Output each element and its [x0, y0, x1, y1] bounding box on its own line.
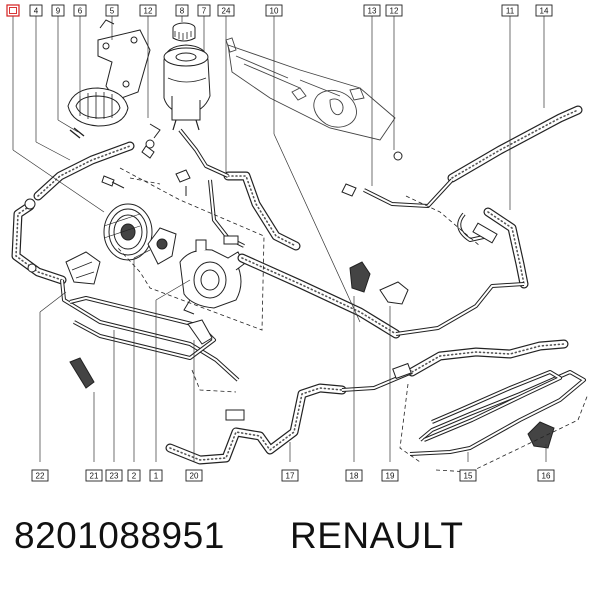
fluid-reservoir	[163, 22, 211, 131]
leader-lines	[12, 16, 547, 462]
callout-12-right: 12	[385, 4, 403, 17]
pump-pulley	[103, 203, 153, 261]
callout-14: 14	[535, 4, 553, 17]
svg-text:11: 11	[506, 7, 515, 16]
fittings-and-clips	[24, 139, 555, 449]
callout-6: 6	[73, 4, 87, 17]
svg-text:19: 19	[386, 472, 395, 481]
hose-clamp	[67, 87, 129, 139]
callout-7: 7	[197, 4, 211, 17]
svg-text:2: 2	[132, 472, 137, 481]
callout-1: 1	[149, 469, 163, 482]
callout-3	[6, 4, 20, 17]
svg-text:22: 22	[36, 472, 45, 481]
callout-5: 5	[105, 4, 119, 17]
callout-8: 8	[175, 4, 189, 17]
dashed-outlines	[117, 167, 589, 473]
svg-text:12: 12	[390, 7, 399, 16]
svg-text:4: 4	[34, 7, 39, 16]
callout-21: 21	[85, 469, 103, 482]
svg-text:16: 16	[542, 472, 551, 481]
svg-text:5: 5	[110, 7, 115, 16]
svg-text:14: 14	[540, 7, 549, 16]
power-steering-exploded-diagram: 4 9 6 5 12 8 7 24 10 13 12 11 14 22 21 2…	[6, 4, 589, 482]
callout-2: 2	[127, 469, 141, 482]
callout-17: 17	[281, 469, 299, 482]
callout-24: 24	[217, 4, 235, 17]
svg-text:6: 6	[78, 7, 83, 16]
svg-text:10: 10	[270, 7, 279, 16]
brand-name: RENAULT	[290, 515, 464, 556]
pump-hub	[147, 227, 177, 265]
callout-9: 9	[51, 4, 65, 17]
callout-18: 18	[345, 469, 363, 482]
svg-text:17: 17	[286, 472, 295, 481]
svg-text:1: 1	[154, 472, 159, 481]
callout-10: 10	[265, 4, 283, 17]
callout-12-left: 12	[139, 4, 157, 17]
svg-text:15: 15	[464, 472, 473, 481]
svg-text:7: 7	[202, 7, 207, 16]
callout-22: 22	[31, 469, 49, 482]
callout-15: 15	[459, 469, 477, 482]
callout-23: 23	[105, 469, 123, 482]
svg-text:20: 20	[190, 472, 199, 481]
callout-13: 13	[363, 4, 381, 17]
svg-text:13: 13	[368, 7, 377, 16]
svg-text:18: 18	[350, 472, 359, 481]
callout-4: 4	[29, 4, 43, 17]
svg-text:9: 9	[56, 7, 61, 16]
part-number: 8201088951	[14, 515, 225, 556]
steering-rack	[225, 37, 396, 141]
svg-text:24: 24	[222, 7, 231, 16]
callout-20: 20	[185, 469, 203, 482]
callout-19: 19	[381, 469, 399, 482]
svg-text:21: 21	[90, 472, 99, 481]
callout-11: 11	[501, 4, 519, 17]
svg-text:8: 8	[180, 7, 185, 16]
svg-text:23: 23	[110, 472, 119, 481]
callout-16: 16	[537, 469, 555, 482]
svg-text:12: 12	[144, 7, 153, 16]
reservoir-bracket	[97, 19, 151, 101]
small-hardware	[101, 123, 403, 197]
rubber-hoses	[11, 105, 583, 465]
